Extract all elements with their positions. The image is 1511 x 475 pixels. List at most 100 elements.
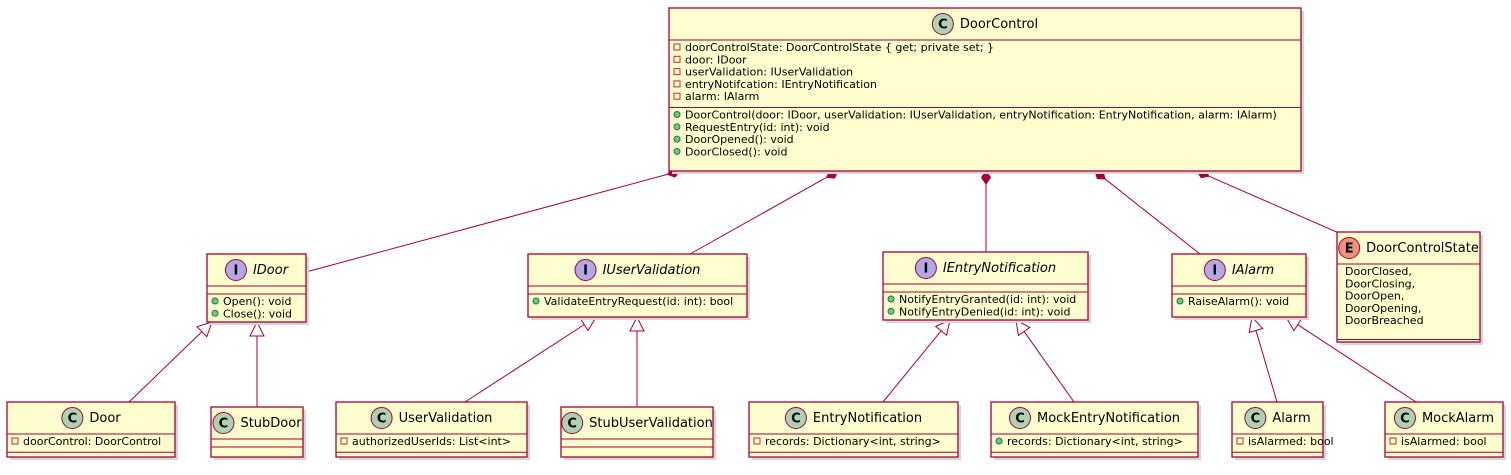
composition-diamond-icon [980, 170, 992, 185]
public-visibility-icon [532, 297, 540, 305]
method-signature: Open(): void [223, 295, 291, 308]
enum-value: DoorBreached [1345, 314, 1424, 327]
private-visibility-icon [11, 437, 19, 445]
realization-arrowhead-icon [1248, 315, 1264, 334]
enum-badge-icon [1338, 237, 1361, 259]
class-badge-letter: C [567, 417, 577, 432]
private-visibility-icon [1236, 437, 1244, 445]
uml-enum-doorcontrolstate[interactable]: DoorControlStateEDoorClosed,DoorClosing,… [1336, 231, 1483, 345]
method-signature: NotifyEntryGranted(id: int): void [899, 293, 1076, 306]
class-name: MockEntryNotification [1037, 411, 1180, 426]
private-visibility-icon [340, 437, 348, 445]
method-signature: NotifyEntryDenied(id: int): void [899, 305, 1070, 318]
public-visibility-icon [673, 111, 681, 118]
class-badge-letter: C [791, 412, 801, 427]
class-name: Alarm [1272, 411, 1310, 426]
public-visibility-icon [673, 123, 681, 131]
field-declaration: userValidation: IUserValidation [685, 66, 853, 79]
method-signature: RequestEntry(id: int): void [685, 121, 830, 134]
private-visibility-icon [673, 68, 681, 76]
private-visibility-icon [673, 43, 681, 51]
uml-class-stubuservalidation[interactable]: StubUserValidation C [560, 406, 716, 460]
enum-value: DoorOpening, [1345, 302, 1421, 315]
box-frame [1336, 231, 1481, 343]
class-badge-letter: C [219, 417, 229, 432]
method-signature: ValidateEntryRequest(id: int): bool [544, 295, 733, 308]
class-name: DoorControl [960, 17, 1038, 32]
method-signature: DoorControl(door: IDoor, userValidation:… [685, 109, 1277, 122]
class-badge-icon [1244, 407, 1267, 429]
edge-realization-stubuservalidation-iuservalidation [629, 315, 645, 407]
class-name: StubUserValidation [589, 416, 713, 431]
public-visibility-icon [1176, 297, 1184, 305]
realization-line [128, 331, 203, 403]
realization-arrowhead-icon [934, 319, 951, 337]
method-signature: DoorClosed(): void [685, 145, 787, 158]
field-declaration: records: Dictionary<int, string> [1007, 435, 1183, 448]
private-visibility-icon [753, 437, 761, 445]
composition-line [1104, 178, 1201, 255]
interface-badge-letter: I [583, 264, 588, 279]
interface-name: IEntryNotification [943, 261, 1056, 276]
uml-interface-iuservalidation[interactable]: IUserValidation I ValidateEntryRequest(id:… [527, 253, 750, 320]
realization-line [464, 324, 585, 403]
edge-composition-doorcontrol-doorcontrolstate [1196, 168, 1356, 241]
class-badge-letter: C [1400, 412, 1410, 427]
box-frame [6, 401, 176, 458]
class-badge-icon [561, 412, 584, 434]
interface-badge-letter: I [234, 264, 239, 279]
class-badge-letter: C [1015, 412, 1025, 427]
edge-realization-alarm-ialarm [1248, 315, 1278, 403]
interface-name: IAlarm [1232, 263, 1274, 278]
class-badge-icon [784, 407, 807, 429]
class-name: UserValidation [399, 411, 493, 426]
interface-badge-icon [224, 259, 247, 281]
composition-line [1208, 175, 1356, 241]
realization-line [1297, 324, 1417, 403]
enum-value: DoorClosing, [1345, 277, 1415, 290]
uml-interface-ientrynotification[interactable]: IEntryNotification I NotifyEntryGranted(id… [882, 251, 1091, 323]
class-badge-letter: C [1251, 412, 1261, 427]
class-badge-icon [1393, 407, 1416, 429]
interface-badge-letter: I [923, 262, 928, 277]
edge-composition-doorcontrol-ientrynotification [980, 170, 992, 252]
realization-arrowhead-icon [249, 320, 265, 337]
realization-line [1023, 331, 1075, 403]
edges-layer [128, 167, 1417, 407]
private-visibility-icon [673, 92, 681, 100]
public-visibility-icon [673, 135, 681, 143]
edge-realization-mockentrynotification-ientrynotification [1015, 319, 1075, 403]
class-badge-icon [61, 407, 84, 429]
edge-composition-doorcontrol-iuservalidation [689, 169, 839, 255]
class-name: EntryNotification [813, 411, 922, 426]
box-frame [560, 406, 714, 458]
class-badge-letter: C [377, 412, 387, 427]
edge-composition-doorcontrol-ialarm [1094, 170, 1201, 255]
field-declaration: entryNotifcation: IEntryNotification [685, 78, 877, 91]
realization-arrowhead-icon [196, 321, 213, 338]
field-declaration: isAlarmed: bool [1401, 435, 1487, 448]
private-visibility-icon [673, 80, 681, 88]
interface-name: IUserValidation [603, 263, 701, 278]
realization-arrowhead-icon [629, 315, 645, 332]
field-declaration: records: Dictionary<int, string> [765, 435, 941, 448]
edge-realization-entrynotification-ientrynotification [882, 319, 951, 403]
field-declaration: isAlarmed: bool [1248, 435, 1334, 448]
field-declaration: doorControlState: DoorControlState { get… [685, 41, 994, 54]
field-declaration: alarm: IAlarm [685, 90, 759, 103]
class-name: MockAlarm [1422, 411, 1494, 426]
public-visibility-icon [673, 147, 681, 155]
realization-line [1255, 330, 1278, 403]
enum-badge-letter: E [1345, 242, 1354, 257]
